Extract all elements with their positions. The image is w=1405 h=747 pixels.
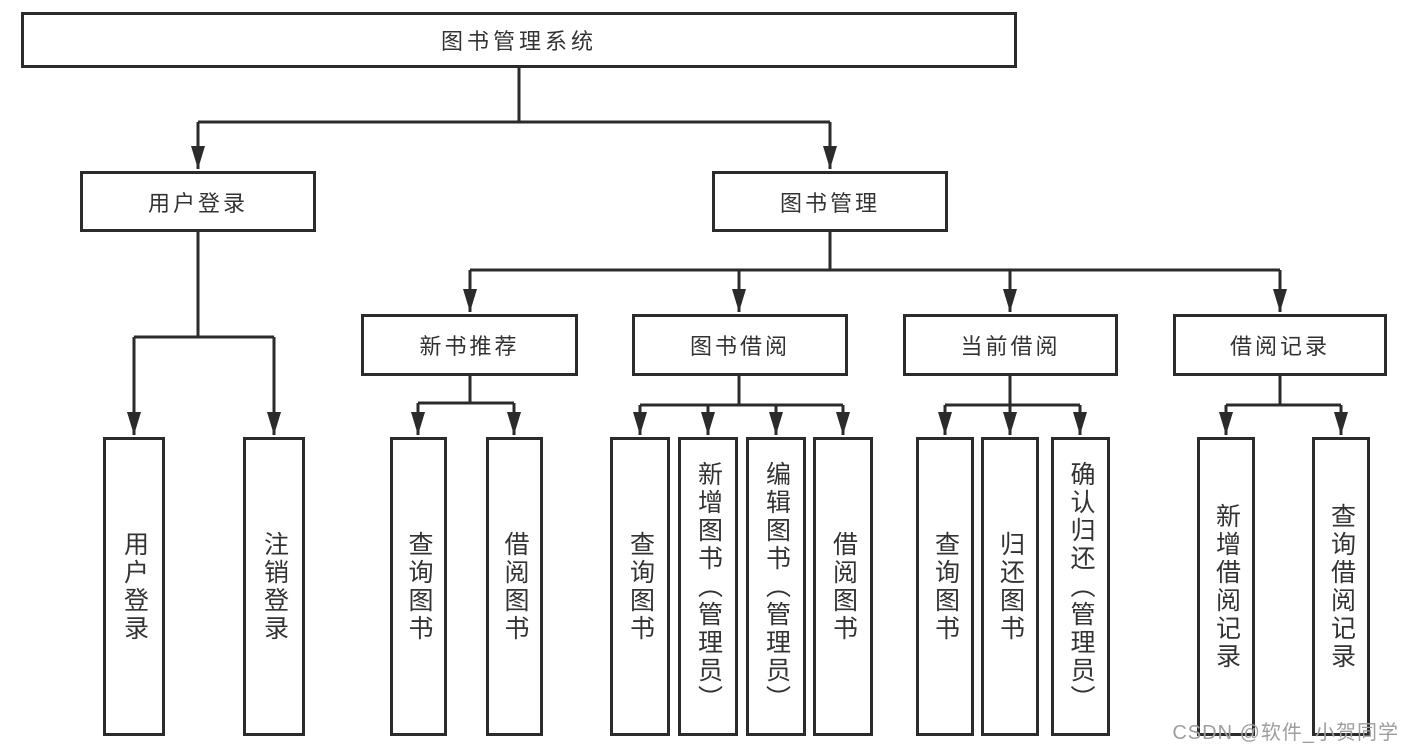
node-current-borrow: 当前借阅	[903, 314, 1118, 376]
node-borrow-records: 借阅记录	[1173, 314, 1387, 376]
watermark: CSDN @软件_小贺同学	[1172, 722, 1399, 744]
connector-records-trunk	[1226, 376, 1341, 407]
node-label: 用户登录	[120, 530, 149, 643]
node-label: 查询图书	[626, 530, 655, 643]
connector-current-trunk	[945, 376, 1080, 407]
node-label: 新增借阅记录	[1212, 502, 1241, 671]
leaf-add-books-admin: 新增图书（管理员）	[678, 437, 738, 736]
node-label: 查询图书	[405, 530, 433, 643]
leaf-query-borrow-record: 查询借阅记录	[1312, 437, 1370, 736]
node-label: 归还图书	[996, 530, 1025, 643]
node-label: 借阅图书	[501, 530, 529, 643]
leaf-confirm-return-admin: 确认归还（管理员）	[1051, 437, 1110, 736]
leaf-logout: 注销登录	[243, 437, 305, 736]
node-label: 图书借阅	[689, 334, 790, 359]
node-label: 查询图书	[931, 530, 960, 643]
node-book-management: 图书管理	[712, 171, 948, 232]
node-label: 新增图书（管理员）	[694, 460, 723, 713]
node-label: 用户登录	[147, 190, 248, 216]
node-library-system: 图书管理系统	[21, 12, 1017, 68]
connector-root-trunk	[198, 68, 830, 124]
node-label: 编辑图书（管理员）	[762, 460, 791, 713]
leaf-add-borrow-record: 新增借阅记录	[1197, 437, 1255, 736]
leaf-query-books: 查询图书	[610, 437, 670, 736]
node-book-borrow: 图书借阅	[632, 314, 848, 376]
leaf-return-books: 归还图书	[981, 437, 1039, 736]
node-user-login: 用户登录	[80, 171, 316, 232]
connector-borrow-trunk	[640, 376, 843, 407]
connector-user-login-trunk	[134, 232, 274, 339]
node-label: 当前借阅	[960, 334, 1061, 359]
node-label: 确认归还（管理员）	[1067, 460, 1095, 713]
node-label: 借阅记录	[1229, 334, 1330, 359]
node-label: 借阅图书	[829, 530, 858, 643]
node-label: 新书推荐	[419, 334, 520, 359]
leaf-edit-books-admin: 编辑图书（管理员）	[746, 437, 806, 736]
node-label: 图书管理	[779, 190, 880, 216]
leaf-query-books: 查询图书	[916, 437, 974, 736]
connector-book-mgmt-trunk	[470, 232, 1280, 272]
leaf-user-login: 用户登录	[103, 437, 165, 736]
connector-new-book-trunk	[418, 376, 514, 405]
node-new-book-recommend: 新书推荐	[361, 314, 578, 376]
leaf-query-books: 查询图书	[390, 437, 447, 736]
node-label: 图书管理系统	[440, 29, 597, 54]
leaf-borrow-books: 借阅图书	[813, 437, 873, 736]
leaf-borrow-books: 借阅图书	[486, 437, 543, 736]
node-label: 查询借阅记录	[1327, 502, 1356, 671]
node-label: 注销登录	[260, 530, 289, 643]
